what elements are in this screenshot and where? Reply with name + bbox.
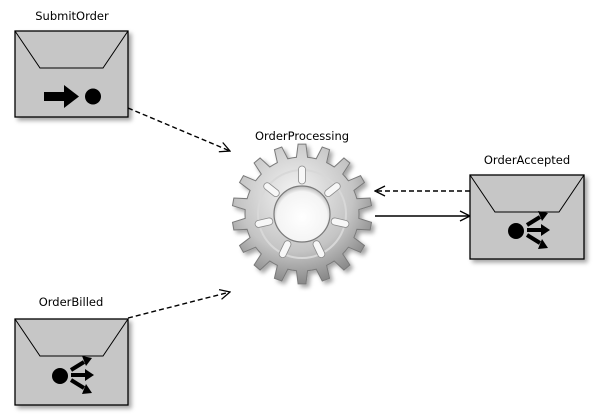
edges bbox=[127, 107, 470, 319]
edge-submitorder-to-orderprocessing bbox=[127, 107, 230, 151]
envelope-icon bbox=[469, 174, 585, 260]
arrow-to-dot-icon bbox=[44, 85, 101, 108]
node-label-submit-order: SubmitOrder bbox=[35, 9, 109, 23]
node-label-order-accepted: OrderAccepted bbox=[484, 153, 570, 167]
node-order-processing[interactable]: OrderProcessing bbox=[231, 129, 373, 285]
fan-out-icon bbox=[508, 211, 550, 249]
gear-icon bbox=[231, 143, 373, 285]
node-label-order-processing: OrderProcessing bbox=[255, 129, 349, 143]
fan-out-icon bbox=[52, 356, 94, 394]
edge-orderbilled-to-orderprocessing bbox=[127, 292, 230, 319]
node-submit-order[interactable]: SubmitOrder bbox=[14, 9, 129, 118]
node-order-billed[interactable]: OrderBilled bbox=[14, 295, 129, 406]
node-label-order-billed: OrderBilled bbox=[39, 295, 104, 309]
node-order-accepted[interactable]: OrderAccepted bbox=[469, 153, 585, 260]
envelope-icon bbox=[14, 30, 129, 118]
envelope-icon bbox=[14, 318, 129, 406]
